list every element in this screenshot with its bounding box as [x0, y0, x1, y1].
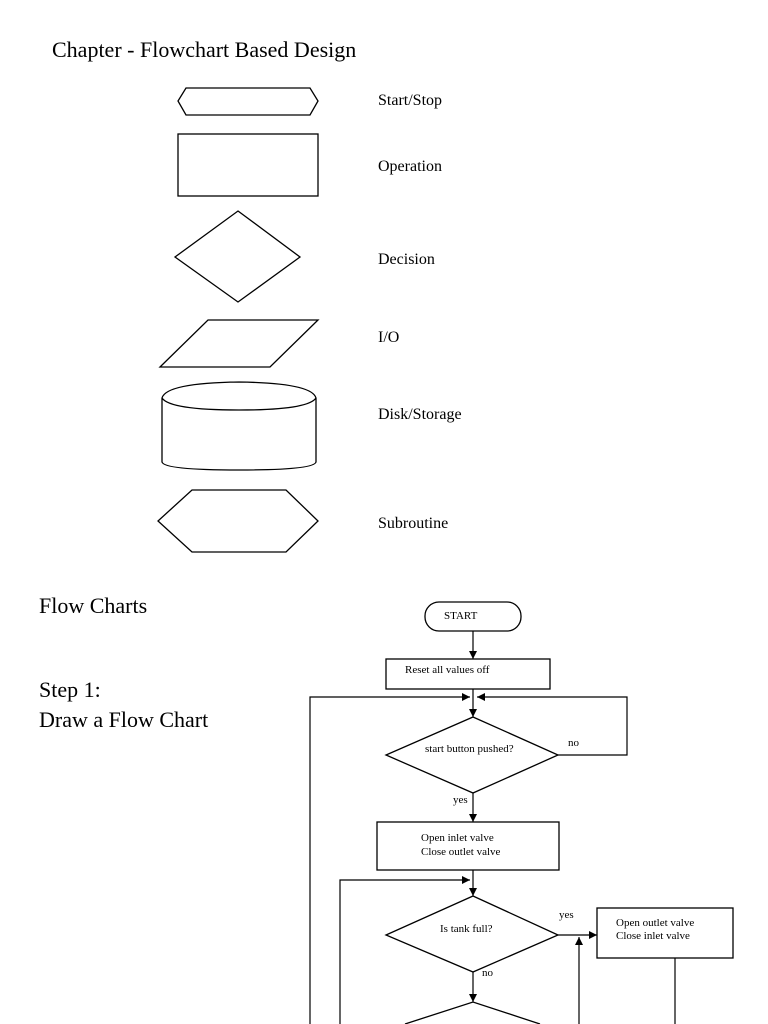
decision-start-button: [384, 716, 560, 794]
decision2-label: Is tank full?: [440, 923, 493, 935]
terminator-shape-icon: [177, 87, 319, 116]
page-title: Chapter - Flowchart Based Design: [52, 37, 356, 62]
hexagon-shape-icon: [157, 489, 319, 553]
loop-inner: [339, 876, 470, 1024]
decision1-no-label: no: [568, 737, 580, 749]
op2-line2: Close inlet valve: [616, 930, 690, 942]
decision1-label: start button pushed?: [425, 743, 514, 755]
symbol-label: Start/Stop: [378, 92, 442, 109]
op1-line1: Open inlet valve: [421, 832, 494, 844]
symbol-start-stop: Start/Stop: [177, 87, 442, 116]
symbol-decision: Decision: [173, 210, 435, 303]
loop-outer: [309, 693, 470, 1024]
loop-no: [477, 693, 628, 756]
rectangle-shape-icon: [177, 133, 319, 197]
decision2-yes-label: yes: [559, 909, 574, 921]
reset-box: [385, 658, 551, 690]
diamond-shape-icon: [173, 210, 302, 303]
symbol-label: Decision: [378, 251, 435, 268]
symbol-label: Subroutine: [378, 515, 448, 532]
symbol-operation: Operation: [177, 133, 442, 197]
op2-line1: Open outlet valve: [616, 917, 694, 929]
open-inlet-box: [376, 821, 560, 871]
decision1-yes-label: yes: [453, 794, 468, 806]
symbol-subroutine: Subroutine: [157, 489, 448, 553]
symbol-label: I/O: [378, 329, 399, 346]
cylinder-shape-icon: [161, 381, 317, 471]
parallelogram-shape-icon: [158, 319, 320, 368]
decision-partial: [404, 1001, 541, 1024]
symbol-label: Disk/Storage: [378, 406, 462, 423]
symbol-io: I/O: [158, 319, 399, 368]
section-heading: Flow Charts: [39, 593, 147, 618]
op1-line2: Close outlet valve: [421, 846, 501, 858]
flowchart: START Reset all values off start button …: [309, 601, 734, 1024]
start-label: START: [444, 610, 478, 622]
symbol-label: Operation: [378, 158, 442, 175]
open-outlet-box: [596, 907, 734, 959]
reset-label: Reset all values off: [405, 664, 490, 676]
step-label: Step 1:: [39, 677, 101, 702]
symbol-disk-storage: Disk/Storage: [161, 381, 462, 471]
decision2-no-label: no: [482, 967, 494, 979]
step-text: Draw a Flow Chart: [39, 707, 208, 732]
